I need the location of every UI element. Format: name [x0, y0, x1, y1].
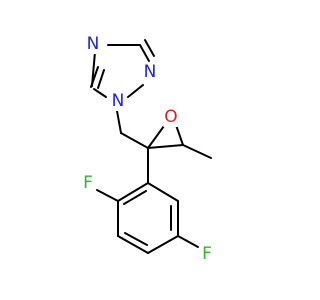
atom-n-top: N	[87, 34, 100, 54]
structure-diagram: N N N O F F	[82, 34, 213, 264]
bond-n4-c5-left	[91, 51, 96, 87]
triazole-ring	[90, 39, 155, 98]
bond-ar4-ar5	[147, 235, 179, 254]
bond-ar6-ar1	[147, 182, 179, 202]
atom-f-upper: F	[83, 173, 93, 193]
label-knockout	[82, 173, 94, 193]
bond-c2-o	[147, 125, 165, 149]
bond-c3-n2-double	[144, 39, 155, 57]
bond-c3-methyl	[182, 144, 212, 159]
atom-n-right: N	[144, 62, 157, 82]
atom-n1: N	[112, 91, 125, 111]
atom-f-lower: F	[202, 244, 212, 264]
molecule-canvas: N N N O F F	[82, 34, 213, 264]
bond-ar5-f	[177, 235, 199, 248]
phenyl-ring	[117, 182, 179, 254]
bond-c2-c3	[147, 144, 184, 149]
epoxide-ring	[147, 124, 212, 159]
bond-o-c3	[175, 124, 184, 146]
label-knockout	[142, 62, 158, 82]
label-knockout	[163, 107, 179, 127]
bond-ar1-ar2-inner	[123, 190, 147, 205]
bond-ar3-ar4	[117, 235, 149, 254]
label-knockout	[85, 34, 101, 54]
bond-n1-ch2	[116, 110, 122, 134]
atom-o-epoxide: O	[164, 107, 177, 127]
bond-c5-n4-double	[97, 69, 105, 89]
bond-n1-c5	[93, 88, 107, 98]
label-knockout	[110, 91, 126, 111]
bond-n2-n1	[127, 84, 144, 98]
bond-c3-n2	[139, 44, 150, 62]
bond-ar2-f	[96, 189, 119, 202]
bond-ar1-ar2	[117, 182, 149, 202]
bond-ch2-c-epoxide	[120, 132, 149, 149]
label-knockout	[201, 244, 213, 264]
bond-ar3-ar4-inner	[124, 232, 148, 246]
